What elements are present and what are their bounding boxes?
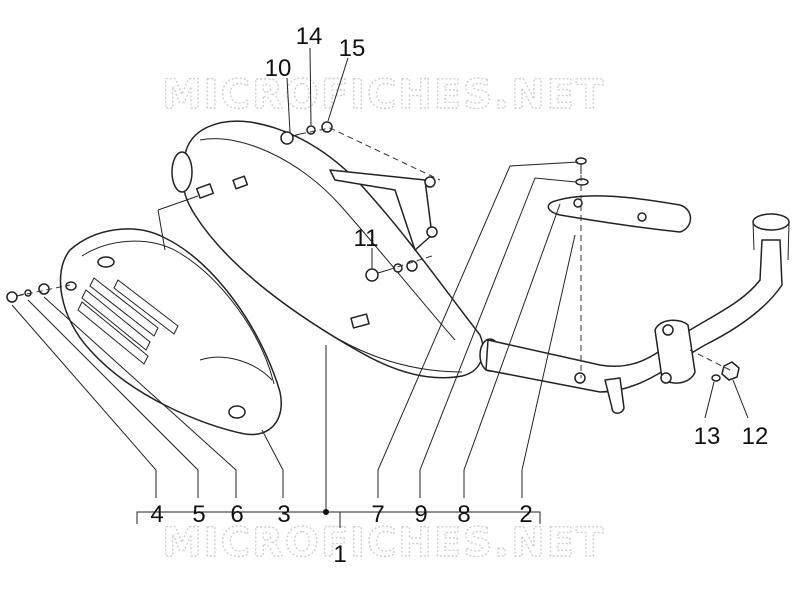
watermark-top: MICROFICHES.NET [162, 72, 605, 118]
fastener-set-top [280, 121, 333, 145]
heat-guard-plate [547, 195, 692, 233]
callout-6: 6 [230, 501, 243, 528]
fastener-set-flange [711, 361, 740, 382]
callout-9: 9 [414, 501, 427, 528]
callout-1: 1 [333, 541, 346, 568]
callout-11: 11 [354, 225, 379, 252]
callout-15: 15 [339, 35, 366, 62]
watermark-bottom: MICROFICHES.NET [162, 520, 605, 566]
callout-14: 14 [296, 23, 323, 50]
callout-10: 10 [265, 55, 292, 82]
heat-shield [59, 228, 282, 436]
callout-3: 3 [277, 501, 290, 528]
callout-5: 5 [192, 501, 205, 528]
callout-2: 2 [519, 501, 532, 528]
callout-4: 4 [150, 501, 163, 528]
callout-12: 12 [742, 423, 769, 450]
exhaust-pipe [485, 213, 790, 414]
fastener-set-left [6, 283, 50, 303]
callout-13: 13 [694, 423, 721, 450]
leader-lines [11, 47, 749, 528]
callout-7: 7 [371, 501, 384, 528]
callout-8: 8 [457, 501, 470, 528]
